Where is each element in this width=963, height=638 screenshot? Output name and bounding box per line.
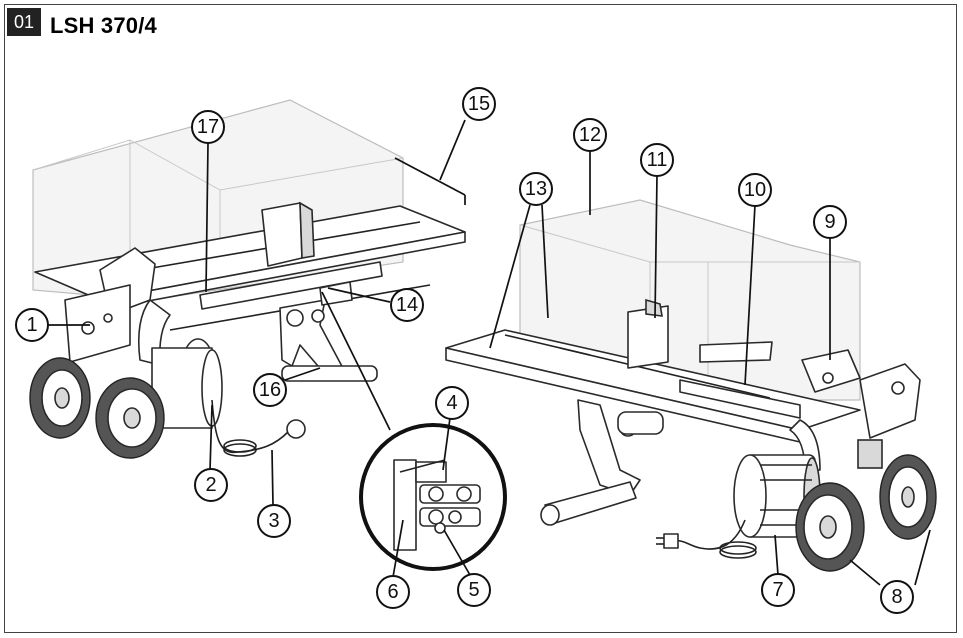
svg-text:12: 12 — [579, 124, 601, 146]
left-wheel-rear — [29, 357, 91, 439]
left-wheel-front — [95, 377, 165, 459]
right-power-cable — [656, 519, 757, 559]
callout-14: 14 — [390, 288, 424, 322]
right-end-plate — [801, 349, 921, 469]
callout-7: 7 — [761, 573, 795, 607]
svg-text:8: 8 — [891, 586, 902, 608]
svg-text:9: 9 — [824, 211, 835, 233]
svg-text:11: 11 — [647, 149, 668, 171]
callout-13: 13 — [519, 172, 553, 206]
right-wheel-front — [795, 482, 865, 572]
callout-12: 12 — [573, 118, 607, 152]
svg-text:7: 7 — [772, 579, 783, 601]
callout-16: 16 — [253, 373, 287, 407]
right-machine-view — [445, 199, 937, 572]
svg-text:3: 3 — [268, 510, 279, 532]
right-guide-rail — [679, 341, 801, 419]
left-splitting-wedge — [261, 201, 315, 267]
left-leg-stand — [279, 281, 378, 382]
svg-text:15: 15 — [468, 93, 490, 115]
callout-6: 6 — [376, 575, 410, 609]
leader-lines — [44, 119, 931, 586]
figure-title: LSH 370/4 — [50, 13, 157, 38]
left-machine-view — [29, 99, 507, 571]
left-guide-rail — [199, 261, 383, 310]
svg-text:2: 2 — [205, 474, 216, 496]
svg-text:13: 13 — [525, 178, 547, 200]
callout-8: 8 — [880, 580, 914, 614]
callout-5: 5 — [457, 573, 491, 607]
left-power-cable — [211, 399, 306, 457]
right-wheel-rear — [879, 454, 937, 540]
detail-magnifier — [359, 423, 507, 571]
figure-number-badge: 01 — [7, 8, 41, 36]
figure-frame — [4, 4, 957, 633]
callout-15: 15 — [462, 87, 496, 121]
svg-text:10: 10 — [744, 179, 766, 201]
callout-10: 10 — [738, 173, 772, 207]
svg-text:5: 5 — [468, 579, 479, 601]
svg-text:16: 16 — [259, 379, 281, 401]
callout-17: 17 — [191, 110, 225, 144]
callout-2: 2 — [194, 468, 228, 502]
right-leg-stand — [540, 399, 664, 526]
callout-9: 9 — [813, 205, 847, 239]
callout-1: 1 — [15, 308, 49, 342]
callout-11: 11 — [640, 143, 674, 177]
callout-3: 3 — [257, 504, 291, 538]
svg-text:4: 4 — [446, 392, 457, 414]
svg-text:17: 17 — [197, 116, 219, 138]
callout-4: 4 — [435, 386, 469, 420]
left-end-plate — [64, 247, 156, 363]
svg-text:14: 14 — [396, 294, 418, 316]
svg-text:6: 6 — [387, 581, 398, 603]
svg-text:1: 1 — [26, 314, 37, 336]
